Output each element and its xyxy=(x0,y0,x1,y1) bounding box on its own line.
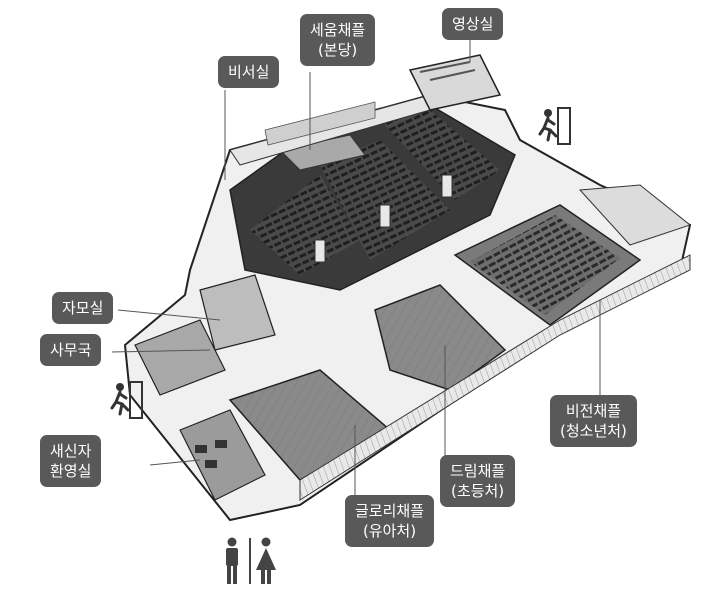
glory-chapel-label-line2: (유아처) xyxy=(362,522,417,540)
main-chapel-area xyxy=(229,104,516,291)
main-chapel-label-line1: 세움채플 xyxy=(310,21,366,39)
newcomer-room-label-line1: 새신자 xyxy=(50,442,92,460)
leader-lines xyxy=(111,40,601,495)
dream-chapel-label-line2: (초등처) xyxy=(451,482,505,500)
dream-chapel-area xyxy=(374,284,507,391)
mothers-room-label-line1: 자모실 xyxy=(62,299,104,317)
emergency-exit-icon xyxy=(538,107,571,145)
main-chapel-label: 세움채플 (본당) xyxy=(300,14,376,66)
restroom-icon xyxy=(226,537,276,584)
video-room-label: 영상실 xyxy=(442,8,504,40)
office-label-line1: 사무국 xyxy=(50,341,92,359)
vision-chapel-label-line2: (청소년처) xyxy=(560,422,627,440)
west-rooms xyxy=(134,274,276,501)
video-room-label-line1: 영상실 xyxy=(452,15,494,33)
glory-chapel-label: 글로리채플 (유아처) xyxy=(345,495,435,547)
office-label: 사무국 xyxy=(40,334,102,366)
secretary-room-label-line1: 비서실 xyxy=(228,63,270,81)
glory-chapel-label-line1: 글로리채플 xyxy=(355,502,425,520)
secretary-room-label: 비서실 xyxy=(218,56,280,88)
glass-wall xyxy=(299,254,691,501)
newcomer-room-label: 새신자 환영실 xyxy=(40,435,102,487)
vision-chapel-label: 비전채플 (청소년처) xyxy=(550,395,637,447)
dream-chapel-label-line1: 드림채플 xyxy=(450,462,506,480)
dream-chapel-label: 드림채플 (초등처) xyxy=(440,455,516,507)
emergency-exit-icon xyxy=(110,381,143,419)
newcomer-room-label-line2: 환영실 xyxy=(50,462,92,480)
vision-chapel-label-line1: 비전채플 xyxy=(565,402,622,420)
mothers-room-label: 자모실 xyxy=(52,292,114,324)
vision-chapel-area xyxy=(453,184,692,326)
video-room-area xyxy=(408,54,502,111)
main-chapel-label-line2: (본당) xyxy=(317,41,358,59)
